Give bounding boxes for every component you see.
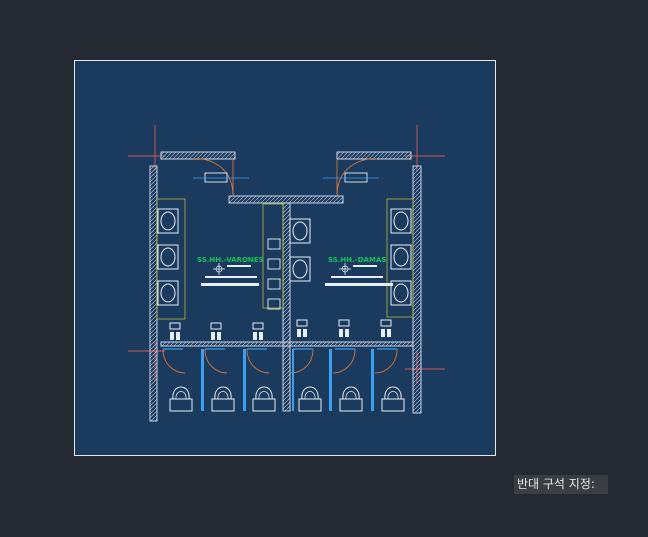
stall-partitions (201, 349, 374, 411)
entry-doors (192, 158, 379, 197)
sinks-left (156, 198, 186, 320)
room-label-left: SS.HH.-VARONES (197, 256, 264, 264)
room-label-right: SS.HH.-DAMAS (328, 256, 386, 264)
sinks-right (386, 198, 414, 318)
command-prompt[interactable]: 반대 구석 지정: (514, 475, 608, 494)
room-label-left-group: SS.HH.-VARONES (197, 256, 264, 286)
walls (149, 151, 422, 422)
stall-doors (162, 348, 398, 374)
room-label-right-group: SS.HH.-DAMAS (325, 256, 393, 286)
sinks-center (262, 203, 311, 310)
floor-plan-drawing: SS.HH.-VARONES SS.HH.-DAMAS (128, 125, 445, 422)
drawing-viewport[interactable]: SS.HH.-VARONES SS.HH.-DAMAS (74, 60, 496, 456)
fixture-row (169, 319, 392, 341)
